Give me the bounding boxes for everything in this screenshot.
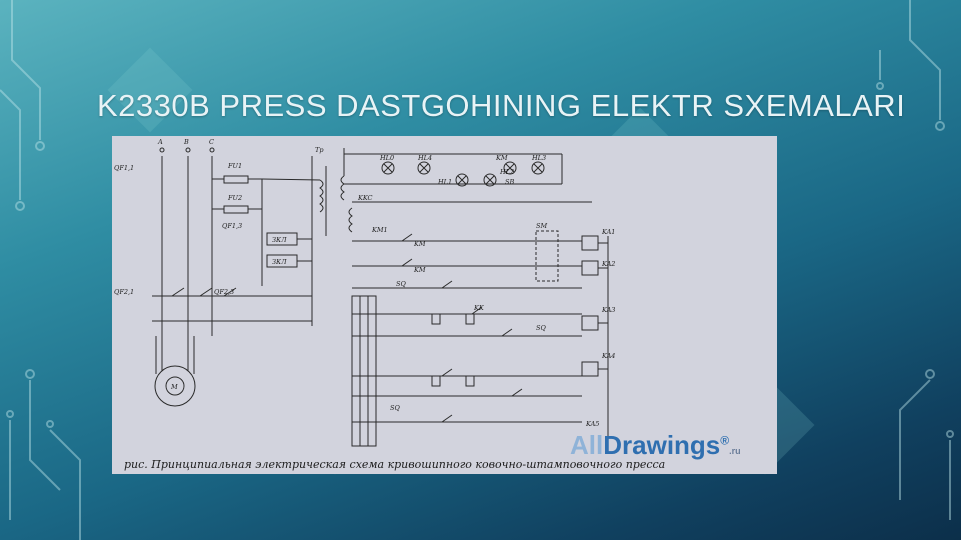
watermark-mark: ® [720,433,730,448]
label-qf23: QF2,3 [214,288,234,296]
label-km1: KM1 [371,226,388,234]
label-hl1: HL1 [437,178,452,186]
label-hl2: HL2 [499,168,514,176]
label-kk2: ЗКЛ [272,258,287,266]
label-phase-a: A [157,138,163,146]
watermark-right: Drawings [603,430,721,460]
label-kkc: KKC [357,194,373,202]
label-kk1: ЗКЛ [272,236,287,244]
schematic-drawing: A B C QF1,1 FU1 FU2 QF1,3 ЗКЛ ЗКЛ QF2,1 … [114,138,615,447]
label-tr: Tp [315,146,324,154]
label-ka4: KA4 [601,352,615,360]
label-motor: M [170,383,178,391]
label-fu2: FU2 [227,194,242,202]
label-km2: KM [413,240,426,248]
label-ka3: KA3 [601,306,615,314]
watermark-suffix: .ru [729,446,741,456]
label-phase-b: B [183,138,189,146]
label-sq2: SQ [536,324,546,332]
circuit-diagram: A B C QF1,1 FU1 FU2 QF1,3 ЗКЛ ЗКЛ QF2,1 … [112,136,777,474]
label-hl0: HL0 [379,154,394,162]
slide-title: K2330B PRESS DASTGOHINING ELEKTR SXEMALA… [97,88,906,123]
diagram-caption: рис. Принципиальная электрическая схема … [124,458,666,471]
label-km3: KM [413,266,426,274]
label-ka1: KA1 [601,228,615,236]
label-kk3: KK [473,304,485,312]
label-qf2: QF2,1 [114,288,134,296]
label-phase-c: C [209,138,214,146]
label-qf1: QF1,1 [114,164,134,172]
alldrawings-watermark: AllDrawings®.ru [570,430,741,461]
watermark-left: All [570,430,604,460]
label-hl4: HL4 [417,154,432,162]
label-ka2: KA2 [601,260,615,268]
label-sm: SM [536,222,547,230]
label-qf3: QF1,3 [222,222,242,230]
label-km-top: KM [495,154,508,162]
label-fu1: FU1 [227,162,242,170]
label-sb: SB [505,178,514,186]
label-ka5: KA5 [585,420,599,428]
label-sq: SQ [396,280,406,288]
label-hl3: HL3 [531,154,546,162]
label-sq3: SQ [390,404,400,412]
